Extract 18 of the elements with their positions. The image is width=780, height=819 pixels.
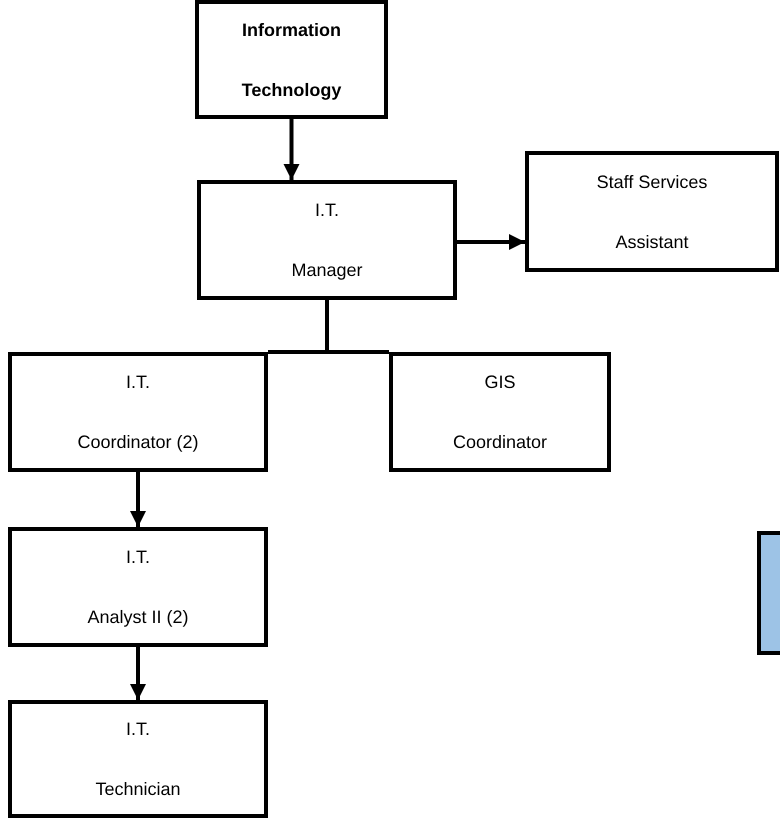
org-box — [8, 527, 268, 647]
org-box — [8, 700, 268, 818]
connector-arrow — [284, 119, 300, 180]
position-title: Information Technology — [242, 18, 342, 102]
position-title: Staff Services Assistant — [596, 170, 708, 254]
position-title: GIS Coordinator — [452, 371, 548, 454]
connector-arrow — [457, 234, 525, 250]
org-box — [389, 352, 611, 472]
org-box — [525, 151, 779, 272]
position-title: I.T. Technician — [95, 718, 181, 801]
org-box — [195, 0, 388, 119]
org-box — [197, 180, 457, 300]
connector-arrow — [130, 472, 146, 527]
org-box — [8, 352, 268, 472]
position-title: I.T. Coordinator (2) — [77, 371, 199, 454]
position-title: I.T. Analyst II (2) — [87, 546, 189, 629]
connector-arrow — [130, 647, 146, 700]
position-title: I.T. Manager — [291, 199, 363, 282]
